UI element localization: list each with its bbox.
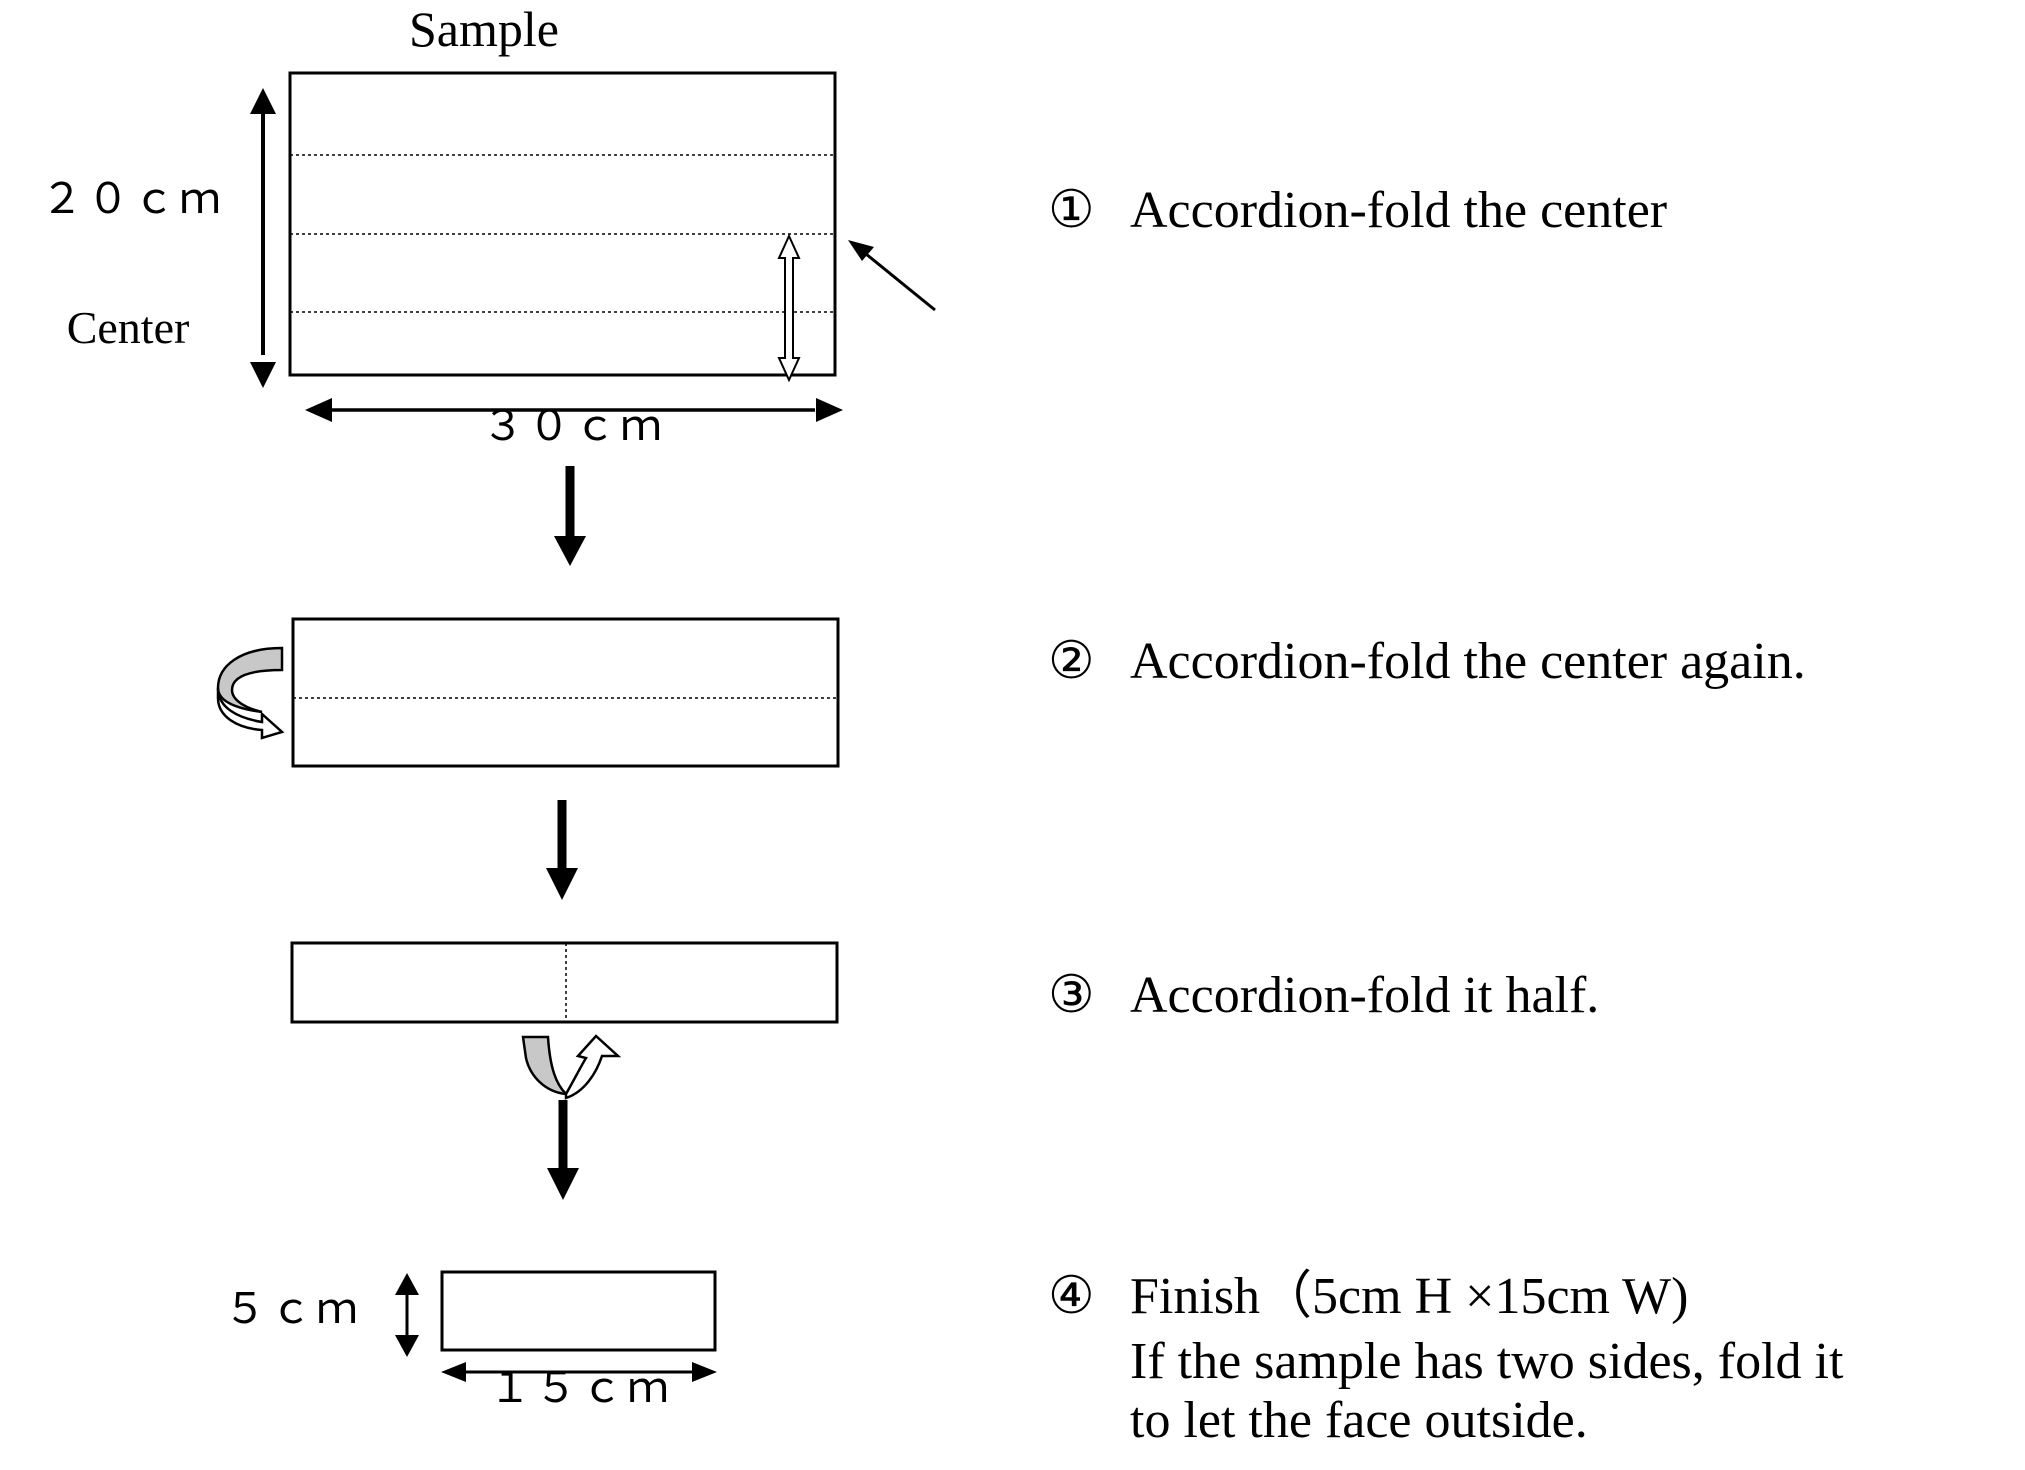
center-label: Center — [67, 302, 190, 353]
step-4-number: ④ — [1048, 1268, 1095, 1325]
step-4-note-line-1: If the sample has two sides, fold it — [1130, 1333, 1844, 1390]
folded-sheet-step2 — [291, 617, 840, 768]
step-1: ① Accordion-fold the center — [1048, 180, 1667, 242]
step-2-number: ② — [1048, 633, 1095, 690]
step-1-text: Accordion-fold the center — [1130, 182, 1668, 239]
step-3: ③ Accordion-fold it half. — [1048, 965, 1599, 1027]
height-dimension-arrow — [250, 88, 276, 388]
finished-sample — [440, 1270, 717, 1352]
width-15-dimension-arrow — [441, 1362, 717, 1382]
down-arrow-icon — [546, 800, 578, 900]
width-dimension-arrow — [305, 398, 843, 422]
height-5-dimension-arrow — [395, 1273, 419, 1357]
step-3-text: Accordion-fold it half. — [1130, 967, 1600, 1024]
sample-sheet — [288, 71, 837, 377]
step-1-number: ① — [1048, 182, 1095, 239]
step-4: ④ Finish（5cm H ×15cm W) — [1048, 1266, 1688, 1328]
width-15-label: １５ｃｍ — [489, 1366, 673, 1412]
down-arrow-icon — [554, 466, 586, 566]
fold-curl-arrow-icon — [216, 646, 285, 740]
step-4-text: Finish（5cm H ×15cm W) — [1130, 1268, 1689, 1325]
pointer-arrow — [848, 240, 936, 312]
half-fold-arrow-icon — [521, 1034, 622, 1100]
sample-label: Sample — [409, 1, 559, 57]
height-5-label: ５ｃｍ — [224, 1287, 362, 1333]
folded-sheet-step3 — [290, 941, 839, 1024]
step-3-number: ③ — [1048, 967, 1095, 1024]
step-2: ② Accordion-fold the center again. — [1048, 631, 1806, 693]
down-arrow-icon — [547, 1100, 579, 1200]
width-30-label: ３０ｃｍ — [482, 404, 666, 450]
height-20-label: ２０ｃｍ — [41, 177, 225, 223]
step-4-note-line-2: to let the face outside. — [1130, 1392, 1588, 1449]
center-section-arrow-icon — [777, 233, 801, 383]
step-2-text: Accordion-fold the center again. — [1130, 633, 1806, 690]
